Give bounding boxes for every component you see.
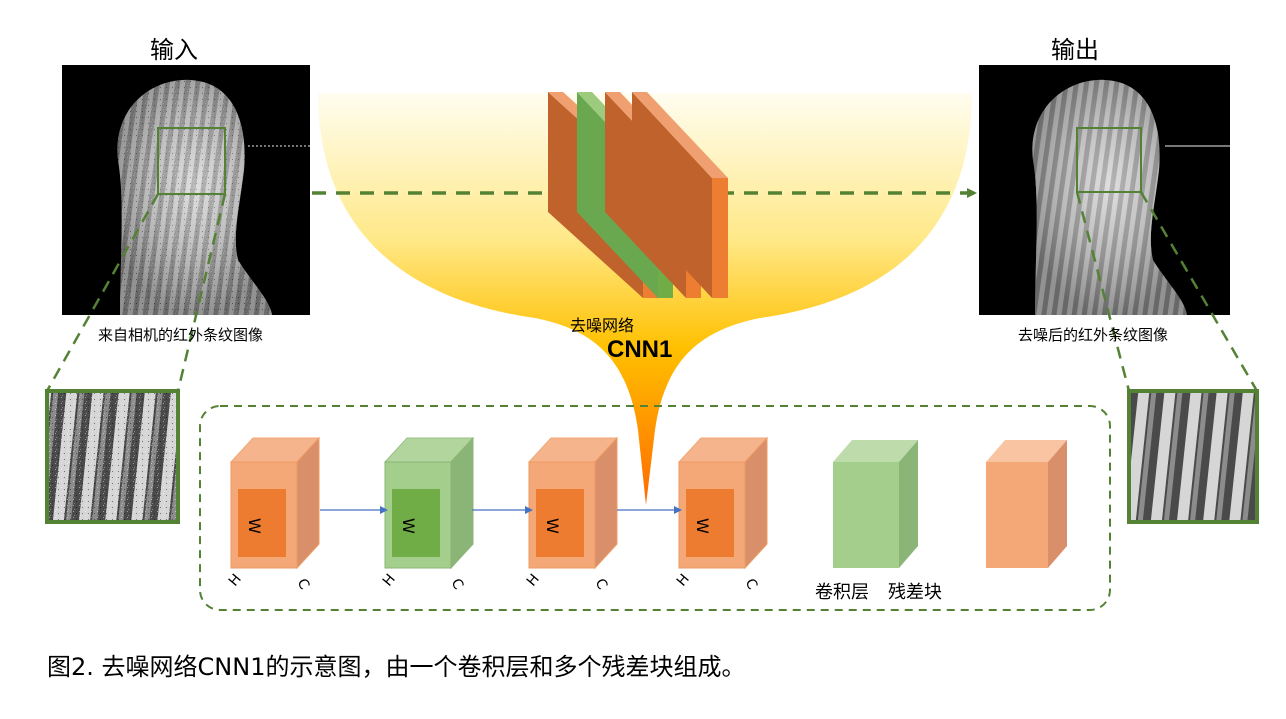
layer-cube-2: W H C bbox=[380, 436, 475, 593]
input-zoom-inset bbox=[45, 389, 180, 524]
width-label: W bbox=[245, 518, 264, 534]
input-title: 输入 bbox=[150, 36, 198, 64]
legend-conv-label: 卷积层 bbox=[815, 582, 869, 603]
figure-caption: 图2. 去噪网络CNN1的示意图，由一个卷积层和多个残差块组成。 bbox=[47, 653, 746, 681]
channel-label: C bbox=[592, 576, 611, 593]
width-label: W bbox=[543, 518, 562, 534]
channel-label: C bbox=[448, 576, 467, 593]
output-zoom-inset bbox=[1127, 389, 1259, 524]
layer-cube-1: W H C bbox=[226, 436, 321, 593]
layer-inner-2 bbox=[392, 489, 440, 557]
output-image bbox=[979, 65, 1230, 315]
layer-cubes: W H C W H C W H C W H C bbox=[226, 436, 769, 593]
layer-inner-1 bbox=[238, 489, 286, 557]
height-label: H bbox=[380, 571, 399, 589]
layer-detail-frame bbox=[199, 405, 1111, 611]
output-caption: 去噪后的红外条纹图像 bbox=[1018, 326, 1169, 344]
input-caption: 来自相机的红外条纹图像 bbox=[98, 326, 264, 344]
height-label: H bbox=[524, 571, 543, 589]
height-label: H bbox=[674, 571, 693, 589]
layer-cube-3: W H C bbox=[524, 436, 619, 593]
input-image bbox=[62, 65, 310, 315]
output-title: 输出 bbox=[1051, 36, 1099, 64]
channel-label: C bbox=[742, 576, 761, 593]
width-label: W bbox=[693, 518, 712, 534]
legend-residual-cube bbox=[986, 440, 1067, 568]
layer-cube-4: W H C bbox=[674, 436, 769, 593]
width-label: W bbox=[399, 518, 418, 534]
channel-label: C bbox=[294, 576, 313, 593]
network-label: 去噪网络 bbox=[570, 316, 635, 335]
funnel-shape bbox=[318, 93, 972, 505]
layer-inner-3 bbox=[536, 489, 584, 557]
height-label: H bbox=[226, 571, 245, 589]
legend-residual-label: 残差块 bbox=[888, 582, 942, 603]
network-name: CNN1 bbox=[607, 336, 673, 363]
layer-inner-4 bbox=[686, 489, 734, 557]
cnn-layer-stack bbox=[548, 92, 728, 298]
legend-conv-cube bbox=[833, 440, 918, 568]
zoom-connectors bbox=[45, 191, 1259, 392]
